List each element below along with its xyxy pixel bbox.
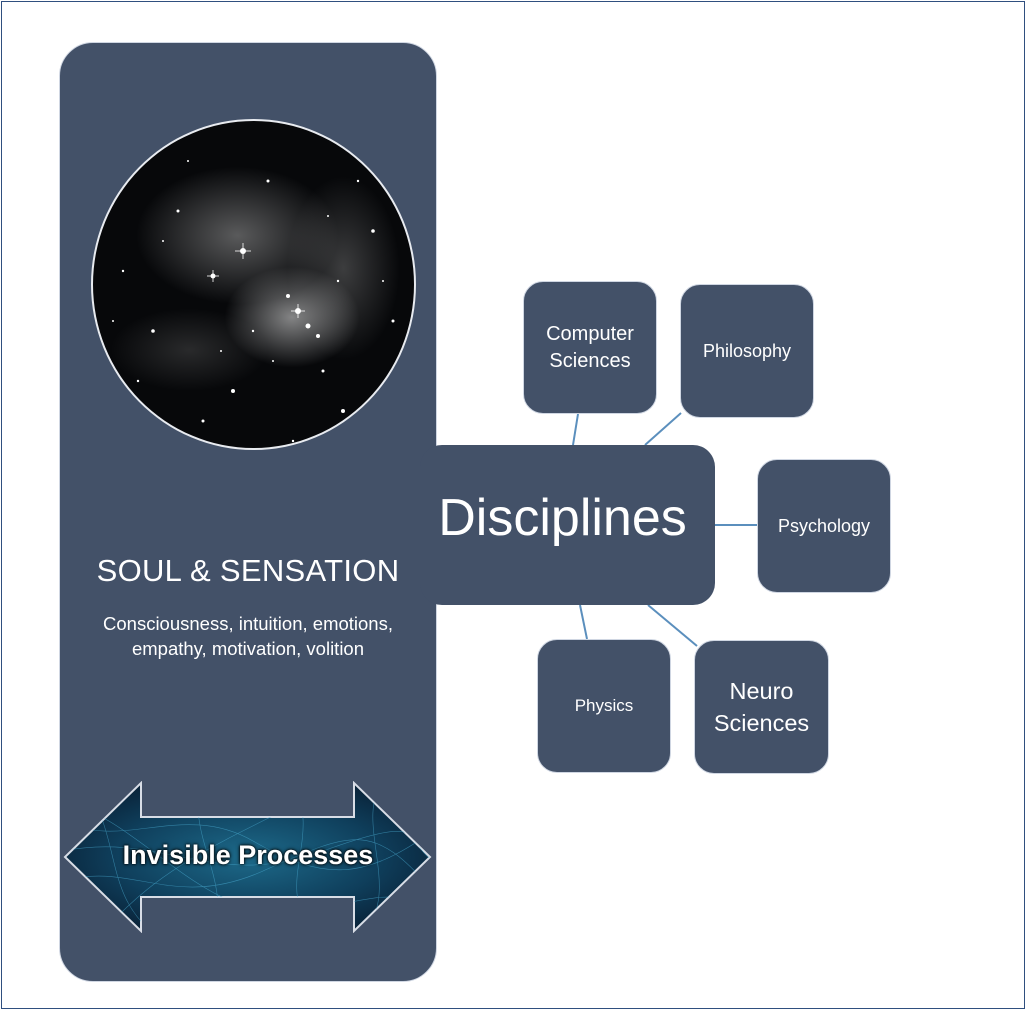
disciplines-hub (420, 445, 715, 605)
galaxy-image (91, 119, 416, 450)
node-label-line: Neuro (729, 678, 794, 704)
star-field (112, 160, 405, 443)
node-psychology: Psychology (757, 459, 891, 593)
node-label-line: Computer (546, 322, 634, 345)
panel-subtitle: Consciousness, intuition, emotions, empa… (59, 611, 437, 661)
connector-computer-sciences (572, 413, 579, 446)
node-label-line: Sciences (549, 349, 631, 372)
arrow-label: Invisible Processes (122, 840, 374, 870)
node-philosophy: Philosophy (680, 284, 814, 418)
node-label: Physics (574, 696, 634, 715)
node-label: Philosophy (702, 340, 792, 361)
node-computer-sciences: Computer Sciences (523, 281, 657, 414)
connector-philosophy (644, 412, 682, 446)
hub-label: Disciplines (438, 489, 687, 547)
connector-physics (579, 604, 588, 640)
subtitle-line-1: Consciousness, intuition, emotions, (103, 613, 393, 634)
subtitle-line-2: empathy, motivation, volition (131, 638, 365, 659)
node-label: Psychology (777, 515, 871, 536)
node-label-line: Sciences (713, 710, 810, 736)
node-neuro-sciences: Neuro Sciences (694, 640, 829, 774)
connector-neuro-sciences (647, 604, 698, 647)
double-arrow-icon (63, 781, 432, 933)
node-physics: Physics (537, 639, 671, 773)
panel-title: SOUL & SENSATION (96, 553, 400, 588)
